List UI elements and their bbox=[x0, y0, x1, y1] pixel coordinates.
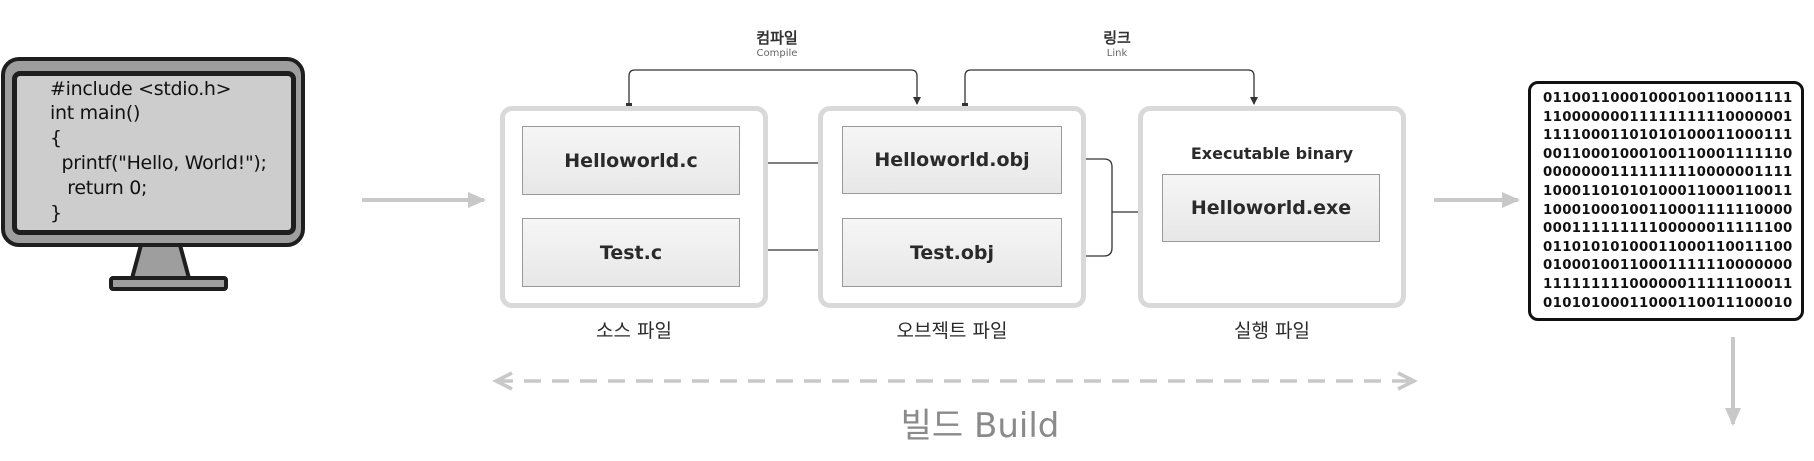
compile-bracket bbox=[628, 69, 921, 106]
binary-output-panel: 01100110001000100110001111 1100000001111… bbox=[1528, 81, 1804, 321]
link-label-ko: 링크 bbox=[1103, 29, 1131, 47]
binary-line: 11110001101010100011000111 bbox=[1543, 128, 1793, 144]
binary-line: 01100110001000100110001111 bbox=[1543, 91, 1793, 106]
link-bracket bbox=[964, 69, 1258, 106]
binary-line: 00011111111100000011111100 bbox=[1543, 221, 1793, 237]
source-files-label: 소스 파일 bbox=[596, 320, 672, 342]
executable-binary-title: Executable binary bbox=[1190, 144, 1354, 163]
binary-line: 00000001111111110000001111 bbox=[1543, 165, 1793, 181]
build-label: 빌드 Build bbox=[900, 406, 1060, 446]
binary-line: 11000000011111111110000001 bbox=[1543, 109, 1793, 125]
file-test-c: Test.c bbox=[522, 218, 740, 287]
binary-line: 11111111100000011111100011 bbox=[1543, 276, 1793, 292]
code-line: { bbox=[50, 127, 62, 149]
file-helloworld-c: Helloworld.c bbox=[522, 126, 740, 195]
object-files-label: 오브젝트 파일 bbox=[896, 320, 1008, 342]
link-label-en: Link bbox=[1106, 48, 1128, 59]
code-line: #include <stdio.h> bbox=[50, 78, 232, 100]
file-test-obj: Test.obj bbox=[842, 218, 1062, 287]
binary-line: 10001000100110001111110000 bbox=[1543, 202, 1793, 218]
merge-connector bbox=[1062, 158, 1113, 257]
monitor-screen bbox=[12, 71, 296, 235]
binary-line: 01010100011000110011100010 bbox=[1543, 295, 1793, 311]
binary-line: 10001101010100011000110011 bbox=[1543, 183, 1793, 199]
code-line: return 0; bbox=[50, 177, 148, 199]
compile-label-en: Compile bbox=[756, 48, 798, 59]
code-line: int main() bbox=[50, 102, 141, 124]
file-helloworld-exe: Helloworld.exe bbox=[1162, 174, 1380, 242]
compile-label-ko: 컴파일 bbox=[756, 29, 798, 47]
binary-line: 01000100110001111110000000 bbox=[1543, 258, 1793, 274]
code-line: printf("Hello, World!"); bbox=[50, 152, 267, 174]
code-line: } bbox=[50, 202, 62, 224]
file-helloworld-obj: Helloworld.obj bbox=[842, 126, 1062, 194]
executable-label: 실행 파일 bbox=[1234, 320, 1310, 342]
binary-line: 00110001000100110001111110 bbox=[1543, 146, 1793, 162]
binary-line: 01101010100011000110011100 bbox=[1543, 239, 1793, 255]
build-arrow-left bbox=[492, 371, 513, 391]
build-arrow-right bbox=[1397, 371, 1418, 391]
